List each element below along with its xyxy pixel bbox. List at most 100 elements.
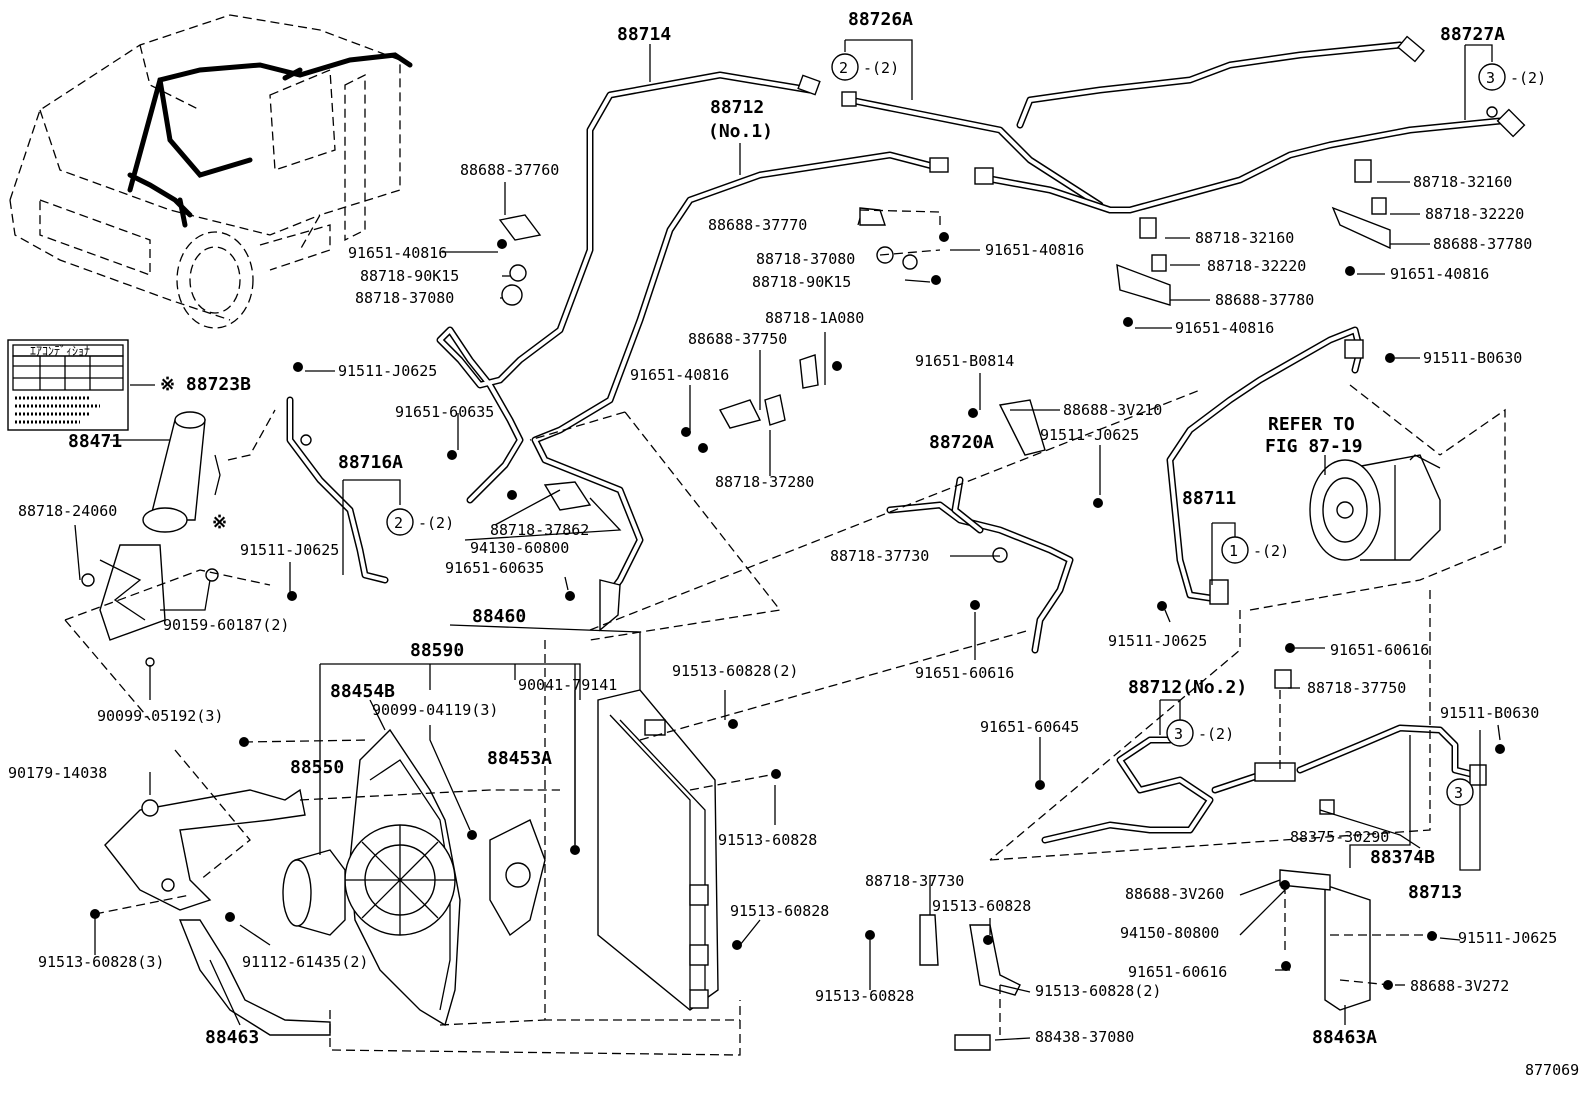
label-91511-b0630-b: 91511-B0630 <box>1440 704 1539 722</box>
label-91651-40816-b: 91651-40816 <box>985 241 1084 259</box>
label-88471: 88471 <box>68 431 122 452</box>
label-88712-no2: 88712(No.2) <box>1128 677 1247 698</box>
callout-88711: 1 -(2) <box>1221 536 1289 564</box>
label-91651-60616-a: 91651-60616 <box>1330 641 1429 659</box>
label-91513-60828-2b: 88688-3V272 <box>1410 977 1509 995</box>
label-90041-79141: 90041-79141 <box>518 676 617 694</box>
svg-text:2: 2 <box>394 514 403 532</box>
figure-number: 877069 <box>1525 1061 1579 1079</box>
label-91651-40816-e: 91651-40816 <box>630 366 729 384</box>
label-90099-05192: 90099-05192(3) <box>97 707 223 725</box>
label-88718-90k15-a: 88718-90K15 <box>360 267 459 285</box>
label-88718-32220-a: 88718-32220 <box>1207 257 1306 275</box>
label-91651-60635-a: 91651-60635 <box>395 403 494 421</box>
label-90179-14038: 90179-14038 <box>8 764 107 782</box>
label-88712: 88712 <box>710 97 764 118</box>
label-line-1: ｴｱｺﾝﾃﾞｨｼｮﾅ <box>30 344 90 358</box>
label-91651-40816-c: 91651-40816 <box>1175 319 1274 337</box>
label-88718-37730-b: 88718-37730 <box>865 872 964 890</box>
compressor <box>1309 454 1441 561</box>
label-91511-j0625-d: 91511-J0625 <box>1108 632 1207 650</box>
receiver-dryer <box>81 411 221 667</box>
label-94150-80800: 94150-80800 <box>1120 924 1219 942</box>
label-88716a: 88716A <box>338 452 403 473</box>
svg-text:-(2): -(2) <box>863 59 899 77</box>
label-91513-60828-2a: 91513-60828(2) <box>672 662 798 680</box>
callout-88713: 3 <box>1446 778 1474 806</box>
svg-text:-(2): -(2) <box>1198 725 1234 743</box>
label-91513-60828-d: 91651-60616 <box>1128 963 1227 981</box>
label-ast: ※ <box>212 512 227 533</box>
bolts <box>90 232 1505 990</box>
label-90159-60187: 90159-60187(2) <box>163 616 289 634</box>
label-88688-37780-a: 88688-37780 <box>1215 291 1314 309</box>
label-88374b: 88374B <box>1370 847 1435 868</box>
label-91511-j0625-b: 91511-J0625 <box>1040 426 1139 444</box>
svg-text:3: 3 <box>1454 784 1463 802</box>
caution-label-88723b: ｴｱｺﾝﾃﾞｨｼｮﾅ <box>7 339 129 431</box>
label-88688-37760: 88688-37760 <box>460 161 559 179</box>
label-88718-37080-a: 88718-37080 <box>355 289 454 307</box>
callouts: 2 -(2) 3 -(2) 2 -(2) 1 -(2) 3 -(2) 3 <box>300 53 1546 806</box>
label-91511-b0630-a: 91511-B0630 <box>1423 349 1522 367</box>
label-91112-61435: 91112-61435(2) <box>242 953 368 971</box>
label-88688-3v210: 88688-3V210 <box>1063 401 1162 419</box>
label-91511-j0625-c: 91511-J0625 <box>240 541 339 559</box>
label-88688-3v260: 88688-3V260 <box>1125 885 1224 903</box>
vehicle-outline <box>9 14 413 329</box>
label-90099-04119: 90099-04119(3) <box>372 701 498 719</box>
label-88454b: 88454B <box>330 681 395 702</box>
label-88712-no1: (No.1) <box>708 121 773 142</box>
label-88713: 88713 <box>1408 882 1462 903</box>
label-91651-60616-c: 91513-60828 <box>815 987 914 1005</box>
svg-text:1: 1 <box>1229 542 1238 560</box>
label-88375-30290: 88375-30290 <box>1290 828 1389 846</box>
label-91511-j0625-e: 91511-J0625 <box>1458 929 1557 947</box>
label-88453a: 88453A <box>487 748 552 769</box>
label-88718-32160-a: 88718-32160 <box>1195 229 1294 247</box>
label-refer-to: REFER TO <box>1268 414 1355 435</box>
label-88688-37770: 88688-37770 <box>708 216 807 234</box>
label-88688-37780-b: 88688-37780 <box>1433 235 1532 253</box>
label-91513-60828-b: 91513-60828 <box>932 897 1031 915</box>
label-88714: 88714 <box>617 24 671 45</box>
label-88463: 88463 <box>205 1027 259 1048</box>
label-88718-37280: 88718-37280 <box>715 473 814 491</box>
callout-88727a: 3 -(2) <box>1478 63 1546 91</box>
label-88688-3v272: 91513-60828(2) <box>1035 982 1161 1000</box>
label-91651-60635-b: 91651-60635 <box>445 559 544 577</box>
label-88463a: 88463A <box>1312 1027 1377 1048</box>
leader-lines <box>74 39 1501 1041</box>
label-88590: 88590 <box>410 640 464 661</box>
label-88718-37730-a: 88718-37730 <box>830 547 929 565</box>
label-88550: 88550 <box>290 757 344 778</box>
label-94130-60800: 94130-60800 <box>470 539 569 557</box>
svg-text:-(2): -(2) <box>418 514 454 532</box>
callout-88716a: 2 -(2) <box>386 508 454 536</box>
callout-88726a: 2 -(2) <box>831 53 899 81</box>
label-88460: 88460 <box>472 606 526 627</box>
label-88688-37750-a: 88688-37750 <box>688 330 787 348</box>
label-88718-37862: 88718-37862 <box>490 521 589 539</box>
label-91651-60645: 91651-60645 <box>980 718 1079 736</box>
svg-text:3: 3 <box>1174 725 1183 743</box>
svg-text:2: 2 <box>839 59 848 77</box>
label-88718-32220-b: 88718-32220 <box>1425 205 1524 223</box>
label-88718-37080-b: 88718-37080 <box>756 250 855 268</box>
label-91651-60616-b: 91651-60616 <box>915 664 1014 682</box>
fittings <box>498 35 1526 1051</box>
label-91513-60828-3: 91513-60828(3) <box>38 953 164 971</box>
svg-text:-(2): -(2) <box>1510 69 1546 87</box>
label-88726a: 88726A <box>848 9 913 30</box>
label-88438-37080: 88438-37080 <box>1035 1028 1134 1046</box>
svg-text:3: 3 <box>1486 69 1495 87</box>
pipes <box>286 41 1514 844</box>
label-88723b: ※ 88723B <box>160 374 251 395</box>
label-fig-87-19: FIG 87-19 <box>1265 436 1363 457</box>
label-88727a: 88727A <box>1440 24 1505 45</box>
label-88718-24060: 88718-24060 <box>18 502 117 520</box>
label-91511-j0625-a: 91511-J0625 <box>338 362 437 380</box>
label-88718-37750-b: 88718-37750 <box>1307 679 1406 697</box>
svg-text:-(2): -(2) <box>1253 542 1289 560</box>
